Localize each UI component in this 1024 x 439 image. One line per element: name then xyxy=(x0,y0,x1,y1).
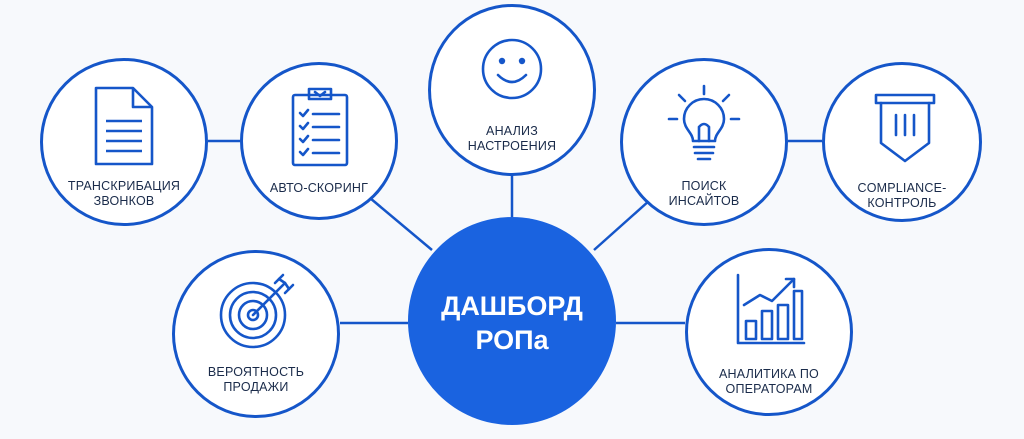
node-label-line1: ВЕРОЯТНОСТЬ xyxy=(207,365,305,379)
node-label-line2: ИНСАЙТОВ xyxy=(668,194,740,208)
center-dashboard-node: ДАШБОРД РОПа xyxy=(408,217,616,425)
smiley-face-icon xyxy=(481,38,543,100)
node-insights: ПОИСК ИНСАЙТОВ xyxy=(620,58,788,226)
center-title-line2: РОПа xyxy=(475,325,549,355)
node-label: ПОИСК ИНСАЙТОВ xyxy=(623,179,785,209)
bar-chart-icon xyxy=(736,273,806,345)
node-label-line2: НАСТРОЕНИЯ xyxy=(467,139,557,153)
connector-auto-scoring-center xyxy=(369,197,433,251)
node-compliance: COMPLIANCE- КОНТРОЛЬ xyxy=(822,62,982,222)
center-title: ДАШБОРД РОПа xyxy=(408,289,616,357)
node-label: COMPLIANCE- КОНТРОЛЬ xyxy=(825,181,979,211)
node-label: АНАЛИЗ НАСТРОЕНИЯ xyxy=(431,124,593,154)
node-label-line2: ОПЕРАТОРАМ xyxy=(725,382,813,396)
document-icon xyxy=(94,86,154,166)
center-title-line1: ДАШБОРД xyxy=(441,291,583,321)
node-label-line1: АНАЛИЗ xyxy=(486,124,538,138)
node-label: АВТО-СКОРИНГ xyxy=(243,181,395,196)
node-label-line1: АНАЛИТИКА ПО xyxy=(719,367,819,381)
node-label-line2: КОНТРОЛЬ xyxy=(867,196,937,210)
node-transcription: ТРАНСКРИБАЦИЯ ЗВОНКОВ xyxy=(40,58,208,226)
node-auto-scoring: АВТО-СКОРИНГ xyxy=(240,62,398,220)
node-sale-probability: ВЕРОЯТНОСТЬ ПРОДАЖИ xyxy=(172,250,340,418)
shield-icon xyxy=(874,93,936,163)
node-label-line1: ПОИСК xyxy=(681,179,727,193)
node-label-line2: ПРОДАЖИ xyxy=(223,380,289,394)
connector-insights-center xyxy=(593,199,651,251)
node-label: ВЕРОЯТНОСТЬ ПРОДАЖИ xyxy=(175,365,337,395)
node-sentiment: АНАЛИЗ НАСТРОЕНИЯ xyxy=(428,4,596,176)
node-label-line1: АВТО-СКОРИНГ xyxy=(269,181,369,195)
node-label: ТРАНСКРИБАЦИЯ ЗВОНКОВ xyxy=(43,179,205,209)
lightbulb-icon xyxy=(667,84,741,161)
node-label-line2: ЗВОНКОВ xyxy=(93,194,155,208)
checklist-clipboard-icon xyxy=(291,87,349,167)
node-label: АНАЛИТИКА ПО ОПЕРАТОРАМ xyxy=(688,367,850,397)
node-label-line1: COMPLIANCE- xyxy=(857,181,947,195)
target-icon xyxy=(219,273,295,349)
node-label-line1: ТРАНСКРИБАЦИЯ xyxy=(67,179,181,193)
node-operator-analytics: АНАЛИТИКА ПО ОПЕРАТОРАМ xyxy=(685,248,853,416)
